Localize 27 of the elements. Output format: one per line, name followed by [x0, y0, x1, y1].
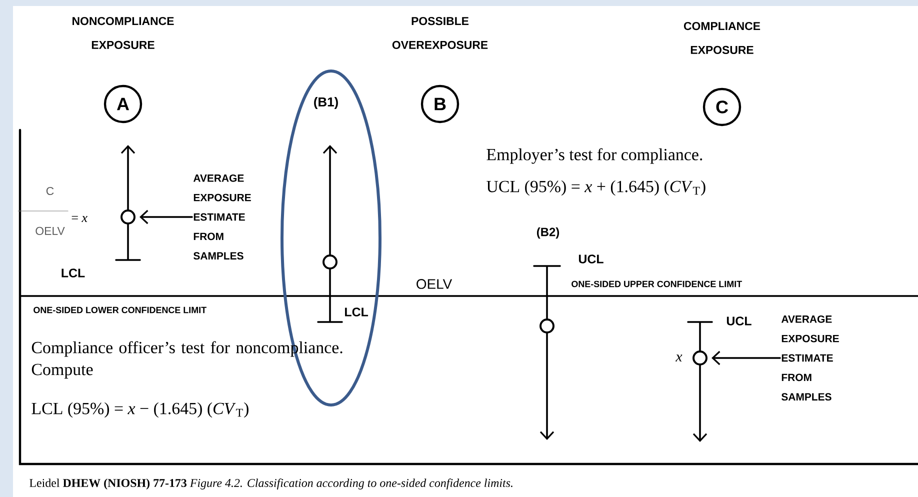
estimate-marker: [692, 350, 708, 366]
axis-label: LCL: [62, 268, 85, 278]
axis-label: ONE-SIDED UPPER CONFIDENCE LIMIT: [572, 280, 742, 288]
test-text: Employer’s test for compliance.: [486, 148, 702, 164]
test-text: LCL (95%) = x − (1.645) (CV$_{T}$): [32, 402, 248, 418]
node-label: COMPLIANCE EXPOSURE: [684, 22, 760, 54]
test-text: UCL (95%) = x + (1.645) (CV$_{T}$): [486, 180, 706, 196]
axis-label: UCL: [726, 316, 752, 326]
axis-label: UCL: [578, 254, 604, 264]
annotation-text: AVERAGE EXPOSURE ESTIMATE FROM SAMPLES: [781, 315, 839, 401]
axis-label: OELV: [416, 279, 452, 289]
variable-label: x: [675, 354, 682, 362]
estimate-marker: [540, 318, 554, 334]
axis-label: ONE-SIDED LOWER CONFIDENCE LIMIT: [34, 306, 206, 314]
arrow: [712, 350, 781, 366]
estimate-marker: [120, 210, 136, 224]
annotation-text: AVERAGE EXPOSURE ESTIMATE FROM SAMPLES: [193, 174, 251, 260]
axis-label: LCL: [345, 308, 368, 316]
estimate-marker: [322, 254, 338, 270]
fraction-term: OELV: [36, 226, 65, 236]
arrow: [140, 210, 193, 224]
equation-text: = x: [72, 216, 88, 222]
fraction-term: C: [46, 186, 54, 196]
figure-caption: Leidel DHEW (NIOSH) 77-173 Figure 4.2. Classification according to one-sided confidence limits.: [30, 478, 512, 490]
axis-label: (B2): [536, 227, 560, 239]
node-label: POSSIBLE OVEREXPOSURE: [392, 16, 488, 50]
node-label: NONCOMPLIANCE EXPOSURE: [72, 16, 174, 50]
